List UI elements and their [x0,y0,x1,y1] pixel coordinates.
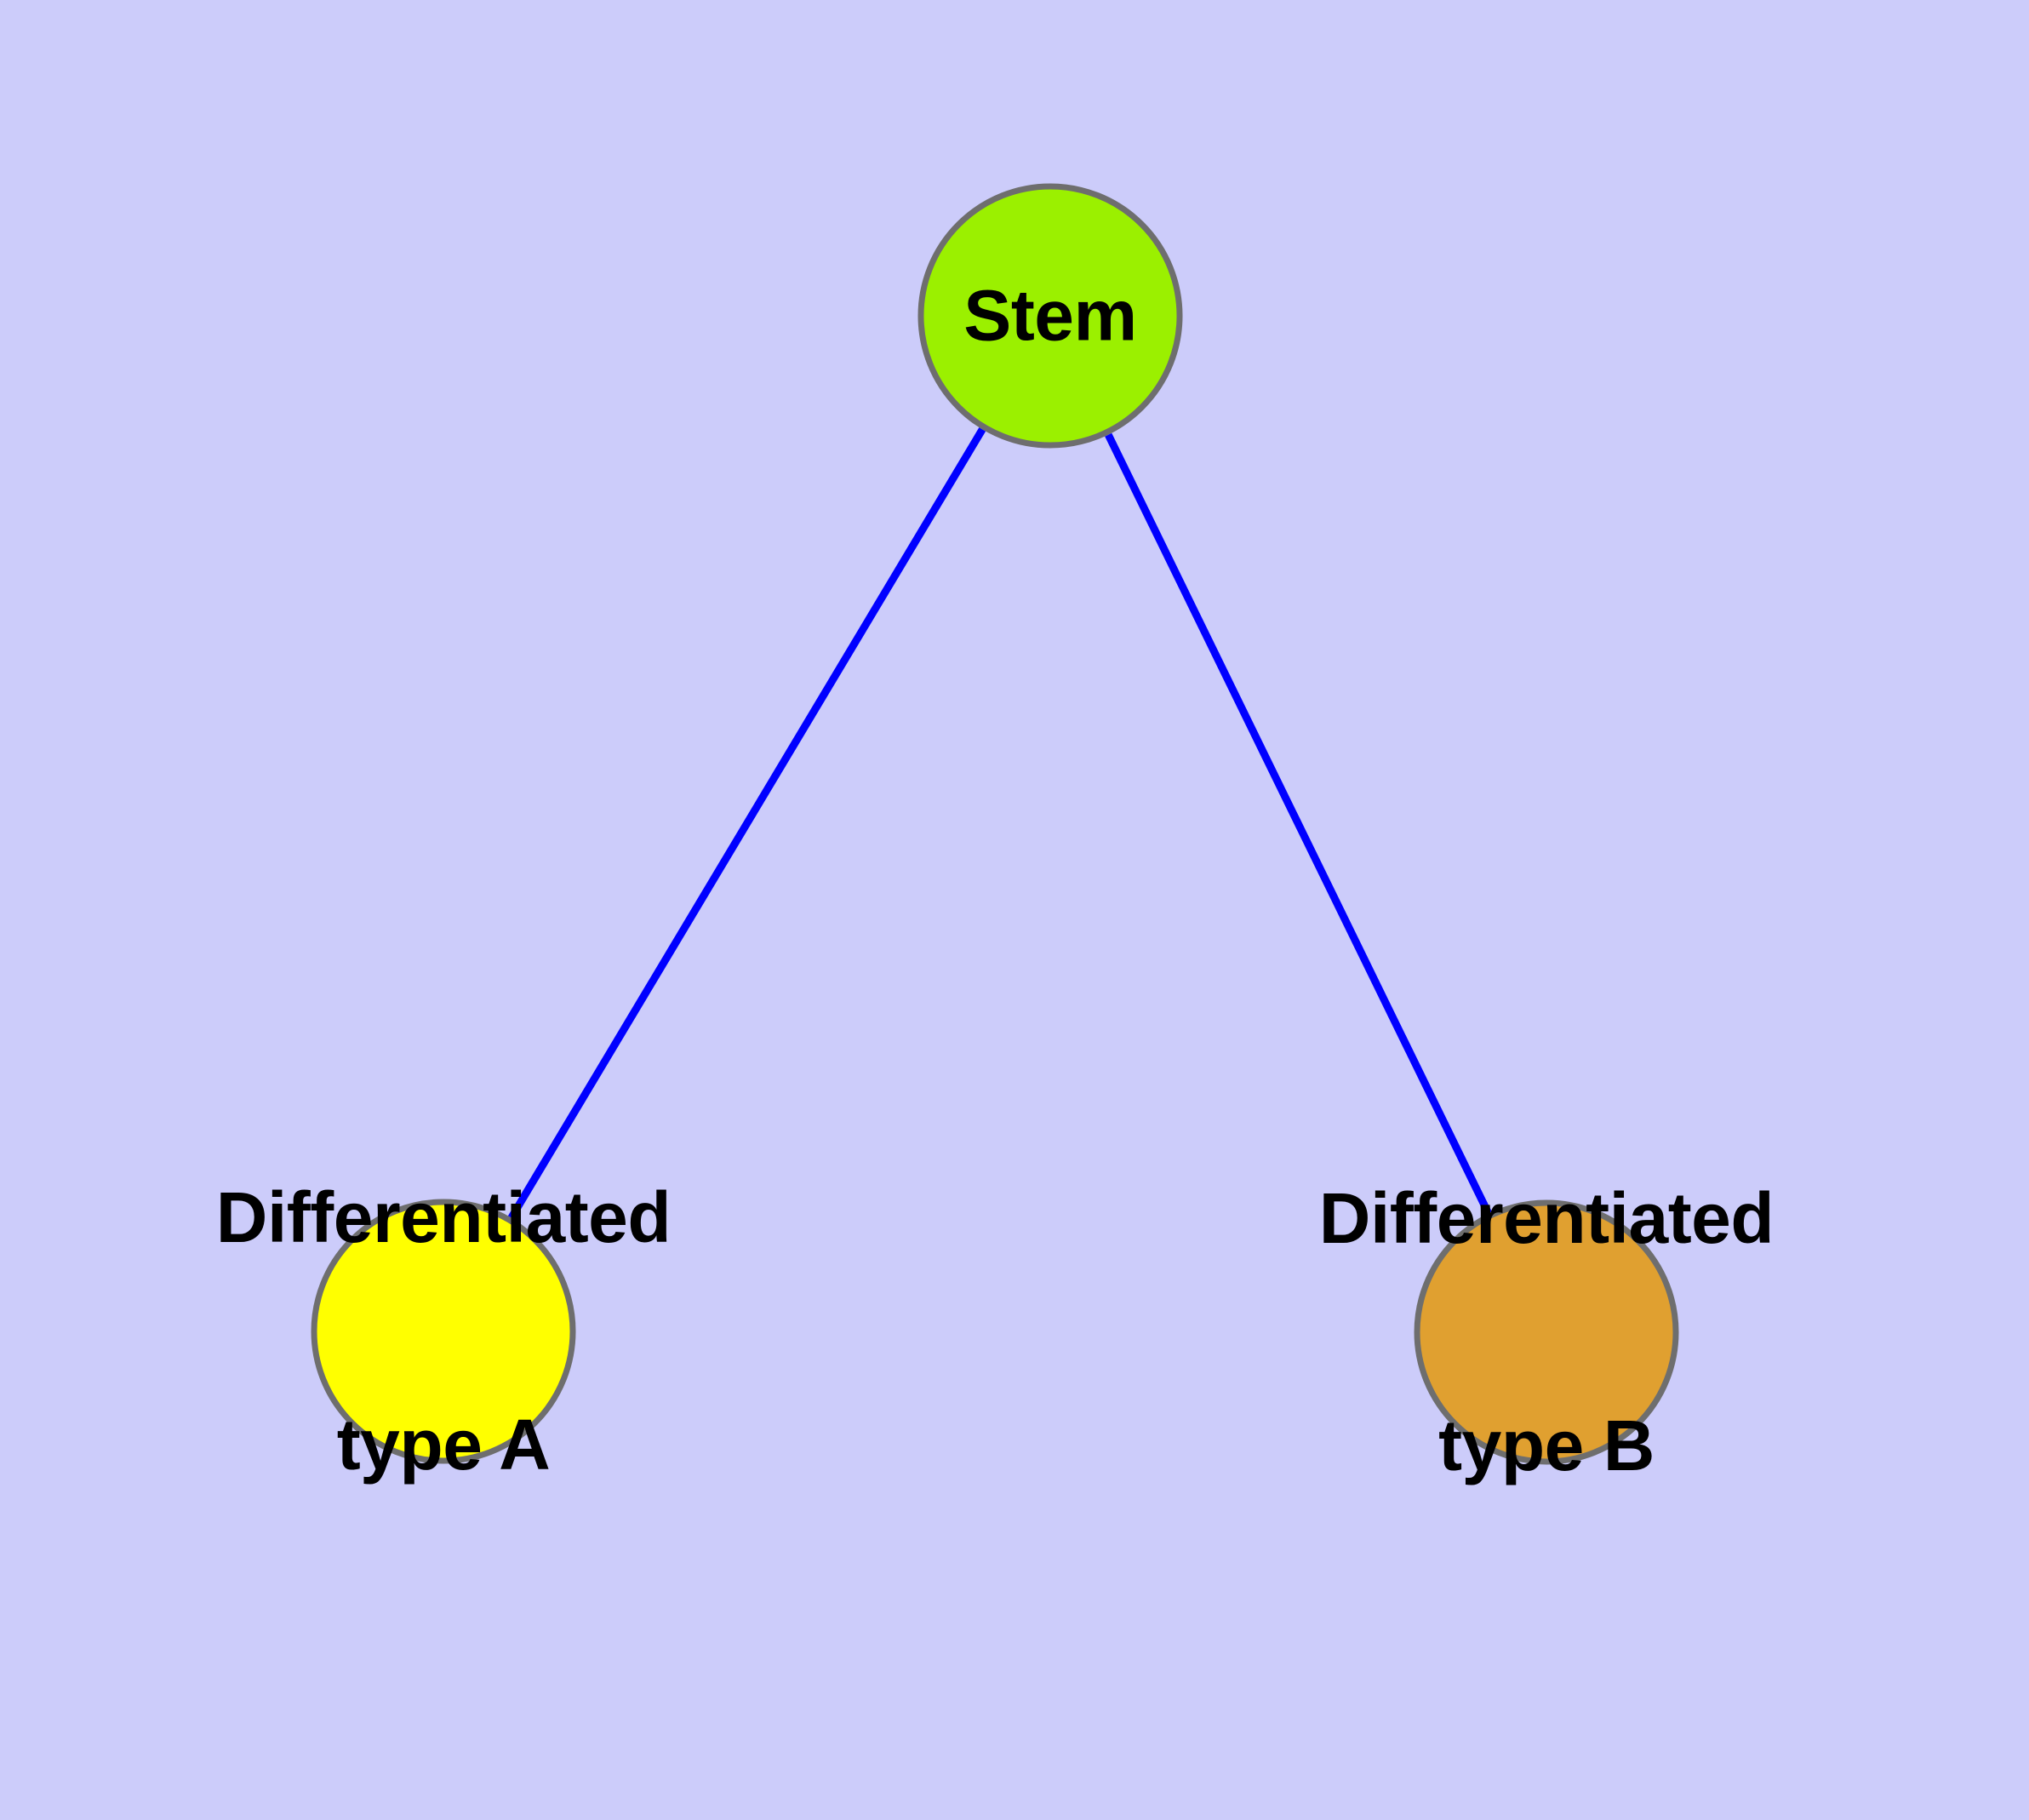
node-layer [311,183,1679,1465]
node-differentiated-type-a[interactable] [311,1199,576,1464]
edge-stem-to-differentiated-type-b[interactable] [1105,432,1492,1216]
edge-layer [507,427,1492,1220]
node-differentiated-type-b[interactable] [1414,1199,1679,1465]
edge-stem-to-differentiated-type-a[interactable] [507,427,986,1220]
node-stem[interactable] [917,183,1183,449]
